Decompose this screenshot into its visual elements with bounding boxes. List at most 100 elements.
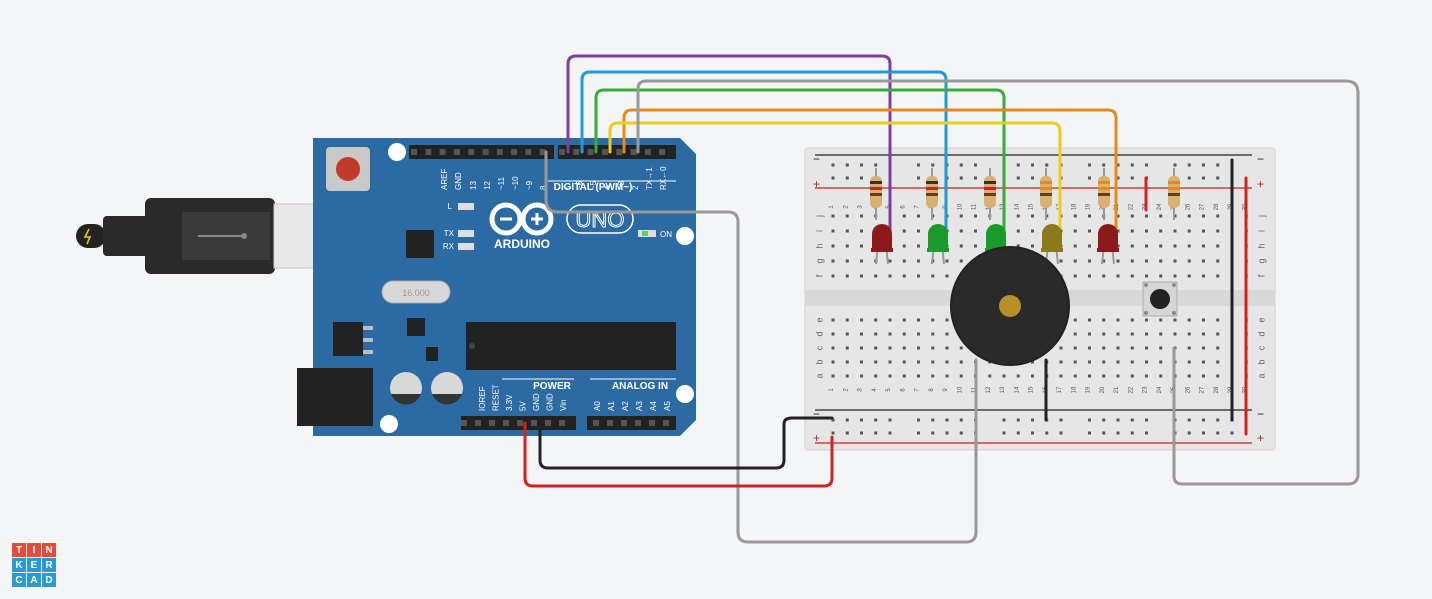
column-number: 18 — [1071, 386, 1077, 393]
digital-pin-label: 12 — [483, 181, 492, 190]
resistor[interactable] — [870, 168, 882, 220]
on-led — [642, 231, 648, 236]
column-number: 8 — [929, 388, 935, 392]
digital-pin-label: ~5 — [589, 180, 598, 190]
led-rx-label: RX — [443, 242, 455, 251]
rail-minus-top-right: − — [1257, 152, 1264, 166]
logo-letter: N — [42, 543, 56, 557]
wire-gray-button[interactable] — [636, 79, 1360, 486]
power-jack — [297, 368, 373, 426]
digital-pin-label: GND — [454, 172, 463, 190]
column-number: 15 — [1029, 386, 1035, 393]
atmega-chip — [466, 322, 676, 370]
logo-letter: E — [27, 558, 41, 572]
column-number: 1 — [829, 205, 835, 209]
column-number: 22 — [1128, 203, 1134, 210]
row-letter: e — [1256, 317, 1266, 322]
arduino-logo — [489, 202, 554, 236]
column-number: 27 — [1200, 203, 1206, 210]
column-number: 1 — [829, 388, 835, 392]
logo-letter: T — [12, 543, 26, 557]
push-button[interactable] — [1142, 281, 1178, 317]
column-number: 26 — [1185, 203, 1191, 210]
led-l-label: L — [448, 202, 453, 211]
power-pin-label: GND — [532, 393, 541, 411]
digital-pin-label: 8 — [539, 185, 548, 190]
wire-blue[interactable] — [580, 70, 948, 237]
row-letter: f — [814, 274, 824, 277]
column-number: 3 — [858, 388, 864, 392]
column-number: 7 — [915, 388, 921, 392]
column-number: 15 — [1029, 203, 1035, 210]
resistor[interactable] — [926, 168, 938, 220]
column-number: 9 — [943, 388, 949, 392]
wire-orange[interactable] — [622, 108, 1118, 237]
digital-pin-label: ~9 — [525, 180, 534, 190]
row-letter: j — [814, 215, 824, 218]
logo-letter: K — [12, 558, 26, 572]
column-number: 4 — [872, 388, 878, 392]
rail-plus-top-left: + — [813, 177, 820, 191]
column-number: 6 — [900, 388, 906, 392]
power-pin-label: Vin — [559, 400, 568, 411]
row-letter: c — [1256, 345, 1266, 350]
column-number: 20 — [1100, 386, 1106, 393]
analog-pin-label: A1 — [607, 401, 616, 411]
row-letter: a — [1256, 373, 1266, 378]
led-tx-label: TX — [444, 229, 455, 238]
row-letter: b — [1256, 359, 1266, 364]
resistor[interactable] — [1098, 168, 1110, 220]
power-pin-label: IOREF — [478, 386, 487, 411]
power-pin-label: 3.3V — [505, 394, 514, 411]
row-letter: e — [814, 317, 824, 322]
row-letter: j — [1256, 215, 1266, 218]
column-number: 10 — [957, 386, 963, 393]
resistor[interactable] — [1040, 168, 1052, 220]
resistor[interactable] — [1168, 168, 1180, 220]
digital-pin-label: RX←0 — [659, 166, 668, 190]
digital-pwm-label: DIGITAL (PWM~) — [554, 182, 633, 193]
column-number: 23 — [1143, 386, 1149, 393]
digital-pin-label: 4 — [603, 185, 612, 190]
analog-pin-label: A2 — [621, 401, 630, 411]
logo-letter: D — [42, 573, 56, 587]
column-number: 5 — [886, 388, 892, 392]
row-letter: i — [814, 230, 824, 232]
column-number: 7 — [915, 205, 921, 209]
digital-pin-label: TX→1 — [645, 167, 654, 190]
logo-letter: C — [12, 573, 26, 587]
wire-purple[interactable] — [566, 54, 892, 237]
column-number: 21 — [1114, 386, 1120, 393]
wire-red-5v[interactable] — [523, 421, 834, 488]
row-letter: i — [1256, 230, 1266, 232]
column-number: 28 — [1214, 203, 1220, 210]
piezo-buzzer[interactable] — [950, 246, 1070, 366]
digital-pin-label: ~11 — [497, 176, 506, 190]
led[interactable] — [1041, 224, 1063, 265]
analog-pin-label: A4 — [649, 401, 658, 411]
column-number: 14 — [1014, 386, 1020, 393]
row-letter: g — [814, 258, 824, 263]
column-number: 24 — [1157, 203, 1163, 210]
led[interactable] — [927, 224, 949, 265]
resistor[interactable] — [984, 168, 996, 220]
logo-letter: A — [27, 573, 41, 587]
rail-minus-bottom-left: − — [813, 407, 820, 421]
wire-black-gnd[interactable] — [538, 416, 834, 470]
wire-yellow[interactable] — [608, 121, 1062, 237]
column-number: 2 — [843, 205, 849, 209]
column-number: 6 — [900, 205, 906, 209]
wire-gray-buzzer[interactable] — [544, 150, 978, 544]
rail-minus-top-left: − — [813, 152, 820, 166]
led[interactable] — [871, 224, 893, 265]
rail-plus-top-right: + — [1257, 177, 1264, 191]
logo-letter: R — [42, 558, 56, 572]
led[interactable] — [1097, 224, 1119, 265]
on-label: ON — [660, 230, 672, 239]
power-pin-label: RESET — [492, 384, 501, 411]
digital-pin-label: 13 — [469, 181, 478, 190]
wire-green[interactable] — [594, 88, 1006, 237]
